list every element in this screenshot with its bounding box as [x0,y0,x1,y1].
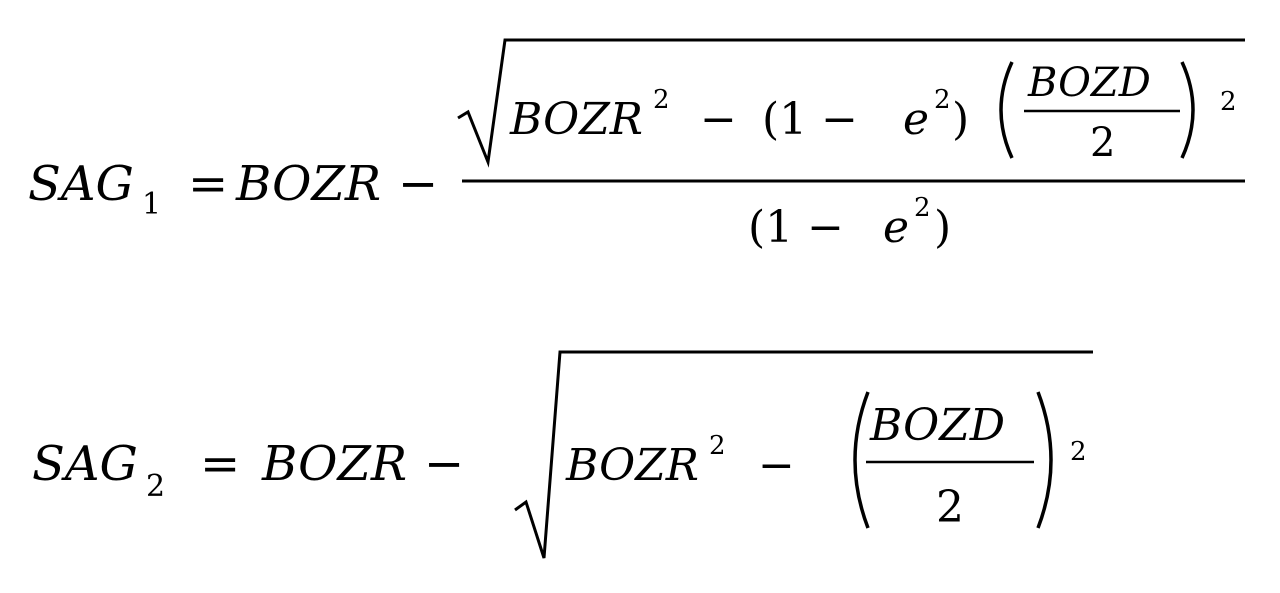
sag1-inner-close-paren [1180,61,1195,159]
sag2-outer-sup: 2 [1070,437,1087,467]
sag1-minus: − [398,156,438,212]
sag1-num-e-sup: 2 [934,85,951,115]
sag2-rad-bozr-sup: 2 [709,431,726,461]
sag1-inner-open-paren [999,61,1014,159]
sag1-den-e-sup: 2 [914,193,931,223]
sag1-bozr: BOZR [235,156,381,212]
sag1-num-bozr-sup: 2 [653,85,670,115]
sag2-lhs: SAG [32,436,138,492]
sag1-equals: = [188,156,228,212]
sag1-num-minus: − [700,94,737,145]
sag1-num-e: e [903,94,929,145]
sag2-radical-sign [514,350,1093,559]
equation-sag1: SAG 1 = BOZR − BOZR 2 − (1 − e 2 ) BOZD … [28,38,1245,253]
sag1-inner-frac-den: 2 [1090,120,1115,166]
sag2-rad-bozr: BOZR [565,440,699,491]
sag2-close-paren [1036,391,1053,529]
sag1-den-open: (1 − [748,202,844,253]
sag2-frac-den: 2 [936,482,964,533]
equation-sag2: SAG 2 = BOZR − BOZR 2 − BOZD 2 2 [32,350,1093,559]
sag1-num-close: ) [952,94,969,145]
sag2-frac-num: BOZD [869,400,1005,451]
sag2-open-paren [853,391,870,529]
sag2-bozr: BOZR [261,436,407,492]
sag1-num-open: (1 − [762,94,858,145]
sag1-radical-sign [457,38,1245,168]
sag1-den-e: e [883,202,909,253]
sag1-outer-sup: 2 [1220,87,1237,117]
sag1-num-bozr: BOZR [509,94,643,145]
sag1-lhs-subscript: 1 [142,187,161,222]
sag1-inner-frac-num: BOZD [1027,60,1151,106]
sag2-minus: − [424,436,464,492]
sag1-den-close: ) [934,202,951,253]
sag1-lhs: SAG [28,156,134,212]
sag2-equals: = [200,436,240,492]
sag2-lhs-subscript: 2 [146,469,165,504]
sag2-rad-minus: − [758,440,795,491]
